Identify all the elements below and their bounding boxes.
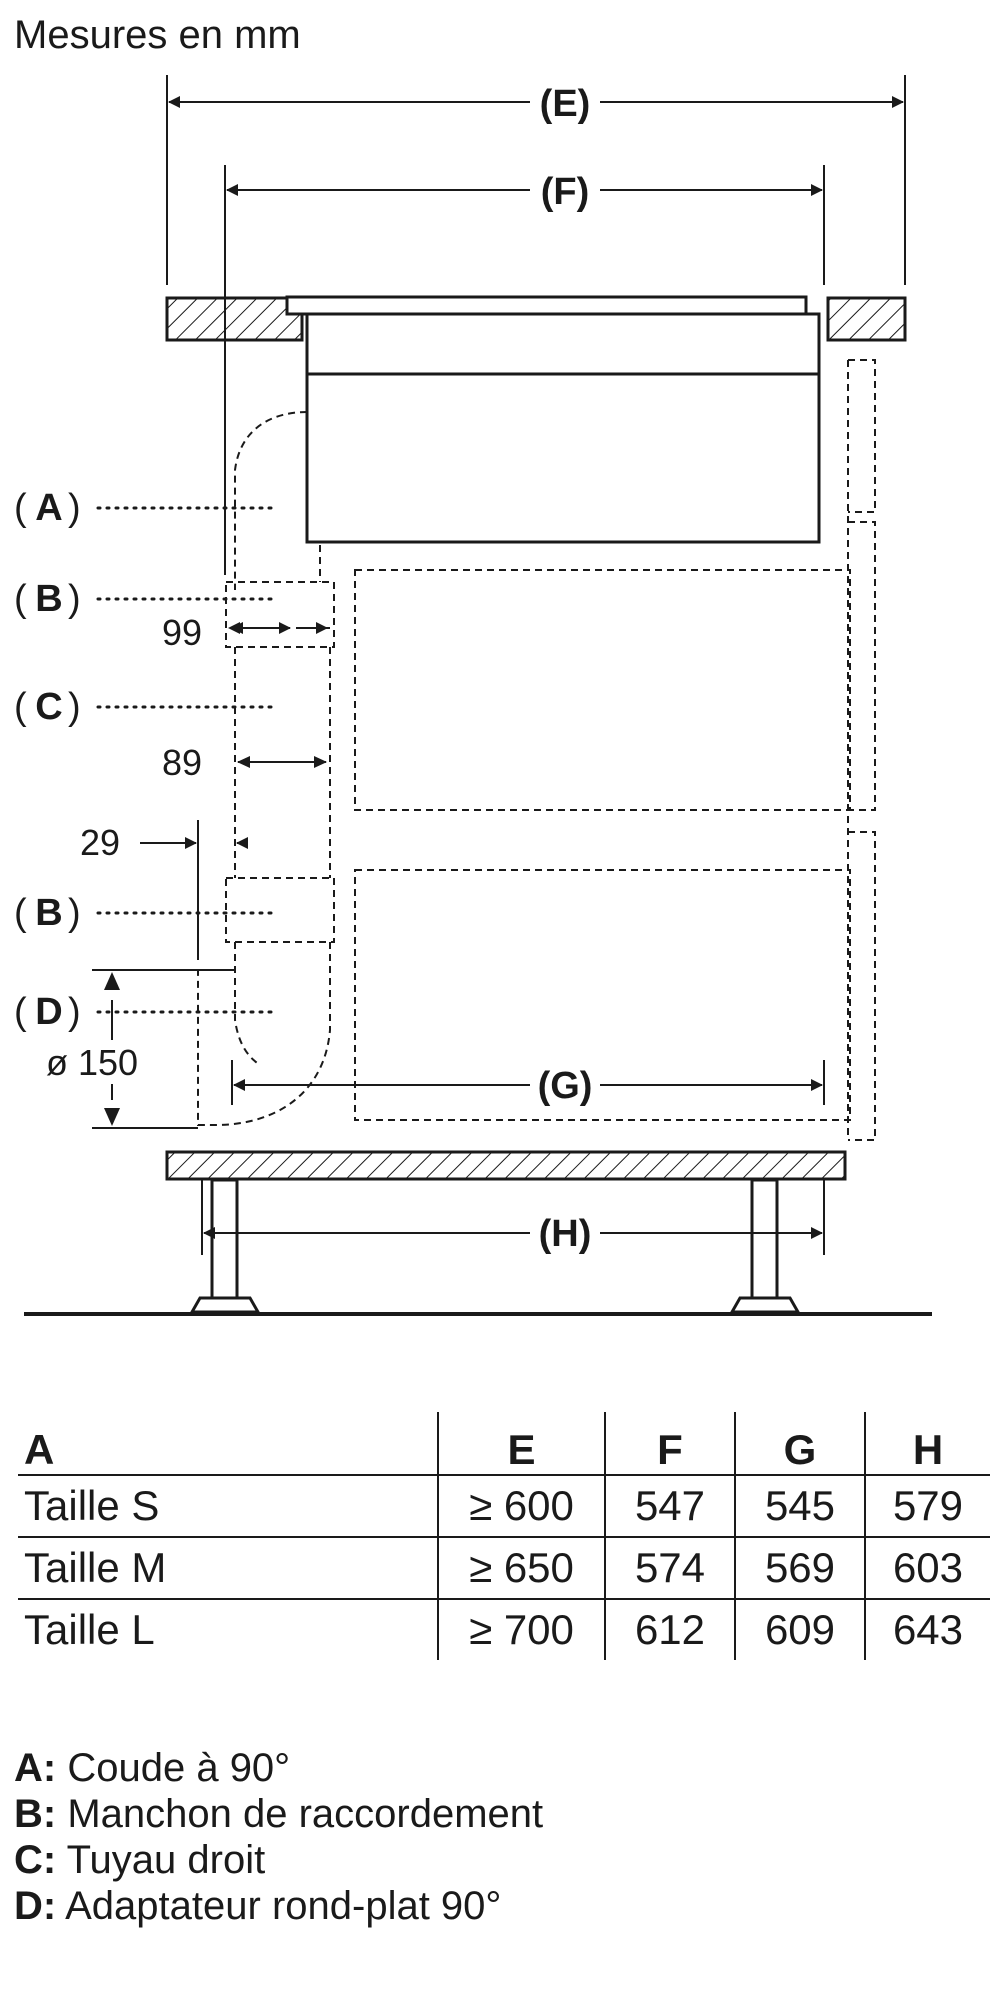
measure-89: 89 bbox=[162, 742, 327, 783]
table-cell: Taille L bbox=[24, 1606, 155, 1653]
svg-text:29: 29 bbox=[80, 822, 120, 863]
countertop-right bbox=[826, 296, 907, 342]
svg-text:C: C bbox=[35, 686, 62, 728]
table-header-cell: A bbox=[24, 1426, 55, 1473]
table-cell: 643 bbox=[864, 1599, 990, 1660]
table-row: Taille L ≥ 700 612 609 643 bbox=[18, 1599, 990, 1660]
dimension-g-label: (G) bbox=[538, 1065, 593, 1107]
legend-key: C: bbox=[14, 1838, 57, 1882]
svg-text:(: ( bbox=[14, 578, 27, 620]
label-c: ( C ) bbox=[14, 686, 280, 728]
legend-item: B: Manchon de raccordement bbox=[14, 1791, 543, 1837]
legend-key: B: bbox=[14, 1792, 57, 1836]
legend-key: A: bbox=[14, 1746, 57, 1790]
measure-diameter: ø 150 bbox=[40, 969, 235, 1129]
svg-text:ø 150: ø 150 bbox=[46, 1042, 138, 1083]
table-cell: Taille S bbox=[24, 1482, 160, 1529]
table-cell: Taille M bbox=[24, 1544, 167, 1591]
legend-text: Tuyau droit bbox=[66, 1838, 266, 1882]
table-cell: ≥ 650 bbox=[437, 1537, 605, 1599]
dimension-e: (E) bbox=[168, 80, 904, 125]
svg-text:(: ( bbox=[14, 892, 27, 934]
elbow-outer bbox=[234, 411, 308, 590]
legend-item: C: Tuyau droit bbox=[14, 1837, 543, 1883]
table-cell: 609 bbox=[734, 1599, 865, 1660]
table-cell: 569 bbox=[734, 1537, 865, 1599]
label-a: ( A ) bbox=[14, 487, 280, 529]
table-cell: 603 bbox=[864, 1537, 990, 1599]
adapter-inner bbox=[234, 942, 261, 1066]
dimension-e-label: (E) bbox=[540, 83, 591, 125]
svg-text:B: B bbox=[35, 892, 62, 934]
svg-text:): ) bbox=[68, 686, 81, 728]
table-cell: 545 bbox=[734, 1475, 865, 1537]
table-header-cell: F bbox=[604, 1412, 735, 1475]
label-d: ( D ) bbox=[14, 991, 280, 1033]
cabinet-leg-right bbox=[729, 1178, 801, 1314]
table-header-cell: H bbox=[864, 1412, 990, 1475]
diagram-title: Mesures en mm bbox=[14, 13, 301, 57]
legend-text: Adaptateur rond-plat 90° bbox=[65, 1884, 502, 1928]
countertop-left bbox=[165, 296, 304, 342]
svg-text:99: 99 bbox=[162, 612, 202, 653]
measure-29: 29 bbox=[80, 820, 248, 960]
cabinet-side-right bbox=[847, 359, 876, 1141]
hob-glass bbox=[285, 295, 808, 316]
table-row: Taille M ≥ 650 574 569 603 bbox=[18, 1537, 990, 1599]
drawer-upper bbox=[354, 569, 851, 811]
label-b-lower: ( B ) bbox=[14, 892, 280, 934]
dimension-g: (G) bbox=[231, 1060, 825, 1107]
table-header-cell: G bbox=[734, 1412, 865, 1475]
svg-text:): ) bbox=[68, 892, 81, 934]
measure-99: 99 bbox=[162, 612, 330, 653]
installation-diagram: Mesures en mm (E) (F) bbox=[14, 13, 932, 1316]
dimension-h: (H) bbox=[201, 1180, 825, 1255]
legend-key: D: bbox=[14, 1884, 57, 1928]
table-cell: ≥ 700 bbox=[437, 1599, 605, 1660]
legend-item: D: Adaptateur rond-plat 90° bbox=[14, 1883, 543, 1929]
hob-body bbox=[305, 312, 821, 544]
dimension-f-label: (F) bbox=[541, 171, 590, 213]
svg-text:): ) bbox=[68, 487, 81, 529]
label-b-upper: ( B ) bbox=[14, 578, 280, 620]
drawer-lower bbox=[354, 869, 851, 1121]
table-cell: ≥ 600 bbox=[437, 1475, 605, 1537]
table-header-row: A E F G H bbox=[18, 1412, 990, 1475]
table-cell: 547 bbox=[604, 1475, 735, 1537]
svg-text:(: ( bbox=[14, 487, 27, 529]
table-row: Taille S ≥ 600 547 545 579 bbox=[18, 1475, 990, 1537]
dimension-f: (F) bbox=[226, 168, 823, 213]
sleeve-lower bbox=[225, 877, 335, 943]
legend-item: A: Coude à 90° bbox=[14, 1745, 543, 1791]
svg-text:89: 89 bbox=[162, 742, 202, 783]
svg-text:D: D bbox=[35, 991, 62, 1033]
svg-text:B: B bbox=[35, 578, 62, 620]
table-cell: 579 bbox=[864, 1475, 990, 1537]
svg-text:A: A bbox=[35, 487, 62, 529]
table-cell: 612 bbox=[604, 1599, 735, 1660]
table-cell: 574 bbox=[604, 1537, 735, 1599]
sleeve-upper bbox=[225, 581, 335, 648]
dimension-h-label: (H) bbox=[539, 1213, 592, 1255]
legend: A: Coude à 90° B: Manchon de raccordemen… bbox=[14, 1745, 543, 1929]
table-header-cell: E bbox=[437, 1412, 605, 1475]
svg-text:(: ( bbox=[14, 991, 27, 1033]
svg-text:): ) bbox=[68, 578, 81, 620]
cabinet-base bbox=[165, 1150, 847, 1181]
adapter-outer bbox=[197, 942, 331, 1126]
svg-text:(: ( bbox=[14, 686, 27, 728]
legend-text: Coude à 90° bbox=[67, 1746, 291, 1790]
svg-text:): ) bbox=[68, 991, 81, 1033]
legend-text: Manchon de raccordement bbox=[67, 1792, 544, 1836]
size-table: A E F G H Taille S ≥ 600 547 545 579 Tai… bbox=[18, 1412, 990, 1660]
